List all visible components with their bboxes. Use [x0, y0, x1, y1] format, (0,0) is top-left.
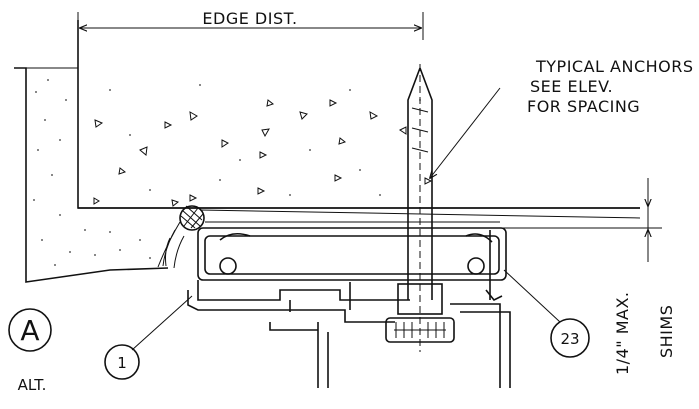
edge-dist-label: EDGE DIST.	[202, 9, 297, 28]
callout-23-label: 23	[560, 330, 579, 348]
concrete-stipple	[109, 84, 421, 196]
anchors-note-line3: FOR SPACING	[527, 97, 640, 116]
shim-dimension: 1/4" MAX. SHIMS	[500, 178, 676, 375]
detail-letter: A	[20, 314, 39, 347]
masonry-stipple	[33, 79, 151, 266]
anchors-note-line2: SEE ELEV.	[530, 77, 613, 96]
aggregate-marks	[93, 99, 433, 207]
anchors-note-line1: TYPICAL ANCHORS	[535, 57, 694, 76]
callout-1: 1	[104, 295, 193, 380]
anchor	[407, 64, 433, 352]
shims-label: SHIMS	[657, 305, 676, 358]
callout-23: 23	[503, 269, 590, 358]
window-frame	[187, 209, 641, 388]
detail-marker: A ALT.	[8, 308, 52, 394]
callout-1-label: 1	[117, 354, 127, 372]
concrete-head	[77, 20, 640, 209]
shims-dim-label: 1/4" MAX.	[613, 292, 632, 376]
edge-distance-dimension: EDGE DIST.	[77, 9, 424, 40]
alt-label: ALT.	[18, 376, 47, 394]
sealant-joint	[157, 205, 205, 269]
anchors-note: TYPICAL ANCHORS SEE ELEV. FOR SPACING	[430, 57, 694, 178]
masonry-substrate	[14, 67, 169, 283]
